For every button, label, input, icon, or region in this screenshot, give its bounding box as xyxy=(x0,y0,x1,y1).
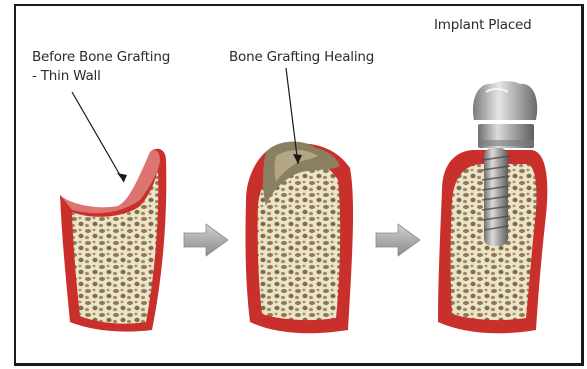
bone-before-grafting xyxy=(60,149,166,332)
pointer-head-before xyxy=(117,173,127,182)
arrow-right-icon xyxy=(376,224,420,256)
bone-graft-healing xyxy=(245,142,353,334)
implant-screw-icon xyxy=(482,148,510,246)
pointer-line-before xyxy=(72,92,124,182)
implant-crown-icon xyxy=(473,81,537,148)
arrow-right-icon xyxy=(184,224,228,256)
